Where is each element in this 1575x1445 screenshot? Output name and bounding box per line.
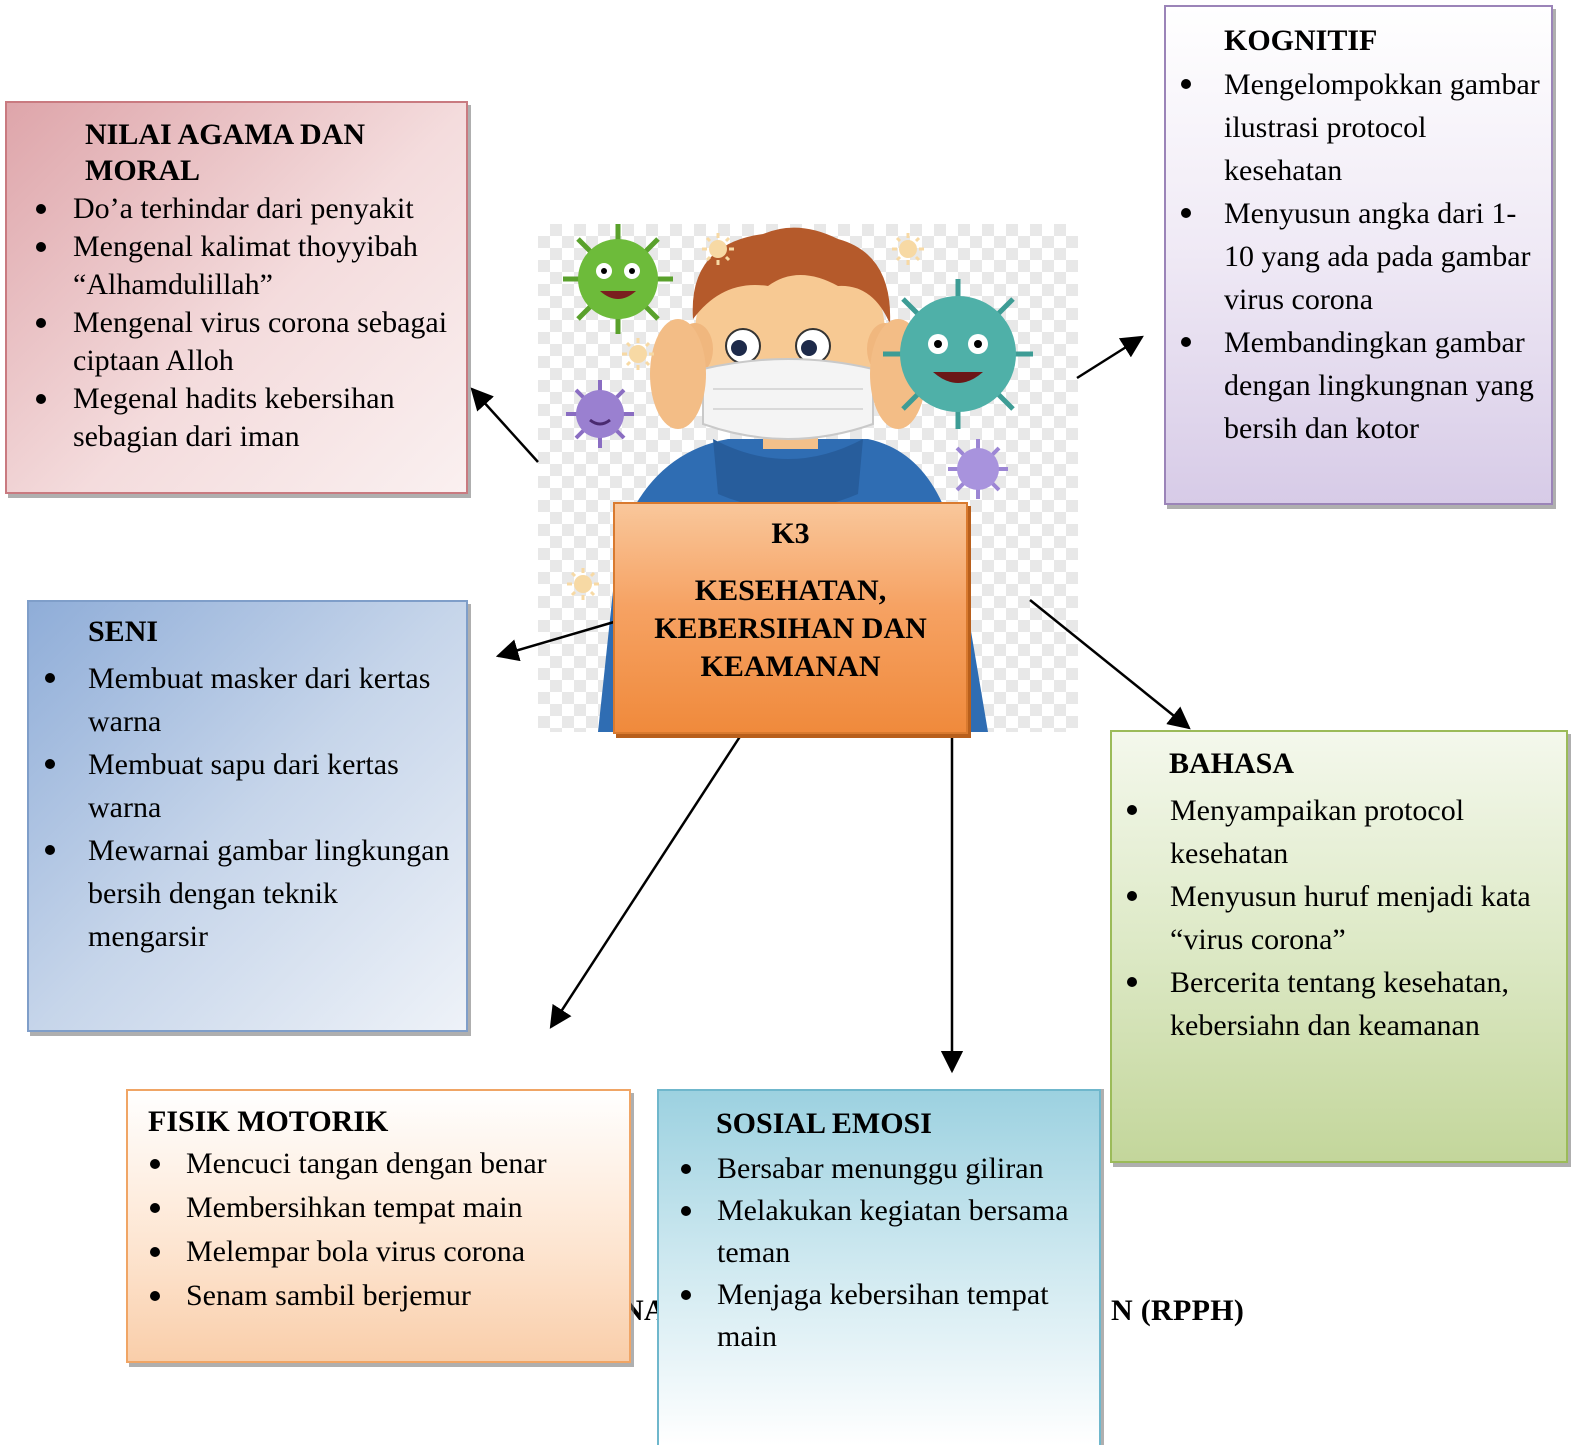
arrow-to-seni — [495, 620, 615, 662]
list-item: Mengenal kalimat thoyyibah “Alhamdulilla… — [15, 228, 458, 304]
center-code: K3 — [771, 517, 810, 550]
fisik-motorik-list: Mencuci tangan dengan benar Membersihkan… — [129, 1142, 621, 1318]
sosial-emosi-box: SOSIAL EMOSI Bersabar menunggu giliran M… — [657, 1089, 1101, 1445]
kognitif-list: Mengelompokkan gambar ilustrasi protocol… — [1129, 63, 1541, 450]
list-item: Menyusun huruf menjadi kata “virus coron… — [1075, 875, 1558, 961]
fisik-motorik-title: FISIK MOTORIK — [148, 1105, 389, 1138]
seni-title: SENI — [88, 615, 159, 648]
kognitif-title: KOGNITIF — [1224, 24, 1378, 57]
kognitif-box: KOGNITIF Mengelompokkan gambar ilustrasi… — [1164, 5, 1553, 505]
center-illustration — [538, 224, 1078, 732]
list-item: Mencuci tangan dengan benar — [129, 1142, 621, 1186]
seni-list: Membuat masker dari kertas warna Membuat… — [0, 657, 456, 958]
seni-box: SENI Membuat masker dari kertas warna Me… — [27, 600, 468, 1032]
center-title-line: KEBERSIHAN DAN — [654, 612, 927, 645]
list-item: Menyusun angka dari 1-10 yang ada pada g… — [1129, 192, 1541, 321]
list-item: Mengelompokkan gambar ilustrasi protocol… — [1129, 63, 1541, 192]
bahasa-box: BAHASA Menyampaikan protocol kesehatan M… — [1110, 730, 1568, 1163]
list-item: Membuat masker dari kertas warna — [0, 657, 456, 743]
list-item: Mengenal virus corona sebagai ciptaan Al… — [15, 304, 458, 380]
center-title-line: KEAMANAN — [700, 650, 881, 683]
list-item: Membersihkan tempat main — [129, 1186, 621, 1230]
list-item: Membuat sapu dari kertas warna — [0, 743, 456, 829]
list-item: Mewarnai gambar lingkungan bersih dengan… — [0, 829, 456, 958]
list-item: Membandingkan gambar dengan lingkungnan … — [1129, 321, 1541, 450]
arrow-to-fisik-motorik — [549, 734, 743, 1029]
list-item: Megenal hadits kebersihan sebagian dari … — [15, 380, 458, 456]
nilai-agama-title: NILAI AGAMA DAN MORAL — [85, 118, 366, 187]
list-item: Menjaga kebersihan tempat main — [659, 1274, 1091, 1358]
center-title: KESEHATAN, KEBERSIHAN DAN KEAMANAN — [615, 572, 966, 686]
sosial-emosi-title: SOSIAL EMOSI — [716, 1107, 932, 1140]
nilai-agama-list: Do’a terhindar dari penyakit Mengenal ka… — [15, 190, 458, 456]
sosial-emosi-list: Bersabar menunggu giliran Melakukan kegi… — [659, 1148, 1091, 1358]
fisik-motorik-box: FISIK MOTORIK Mencuci tangan dengan bena… — [126, 1089, 631, 1363]
list-item: Do’a terhindar dari penyakit — [15, 190, 458, 228]
list-item: Bersabar menunggu giliran — [659, 1148, 1091, 1190]
list-item: Melakukan kegiatan bersama teman — [659, 1190, 1091, 1274]
arrow-to-kognitif — [1076, 335, 1144, 380]
arrow-to-nilai-agama — [470, 387, 539, 463]
center-title-line: KESEHATAN, — [694, 574, 887, 607]
arrow-to-bahasa — [1029, 599, 1191, 730]
center-topic-box: K3 KESEHATAN, KEBERSIHAN DAN KEAMANAN — [613, 502, 968, 734]
nilai-agama-box: NILAI AGAMA DAN MORAL Do’a terhindar dar… — [5, 101, 468, 494]
bahasa-title: BAHASA — [1169, 747, 1295, 780]
bahasa-list: Menyampaikan protocol kesehatan Menyusun… — [1075, 789, 1558, 1047]
list-item: Melempar bola virus corona — [129, 1230, 621, 1274]
list-item: Bercerita tentang kesehatan, kebersiahn … — [1075, 961, 1558, 1047]
list-item: Senam sambil berjemur — [129, 1274, 621, 1318]
list-item: Menyampaikan protocol kesehatan — [1075, 789, 1558, 875]
